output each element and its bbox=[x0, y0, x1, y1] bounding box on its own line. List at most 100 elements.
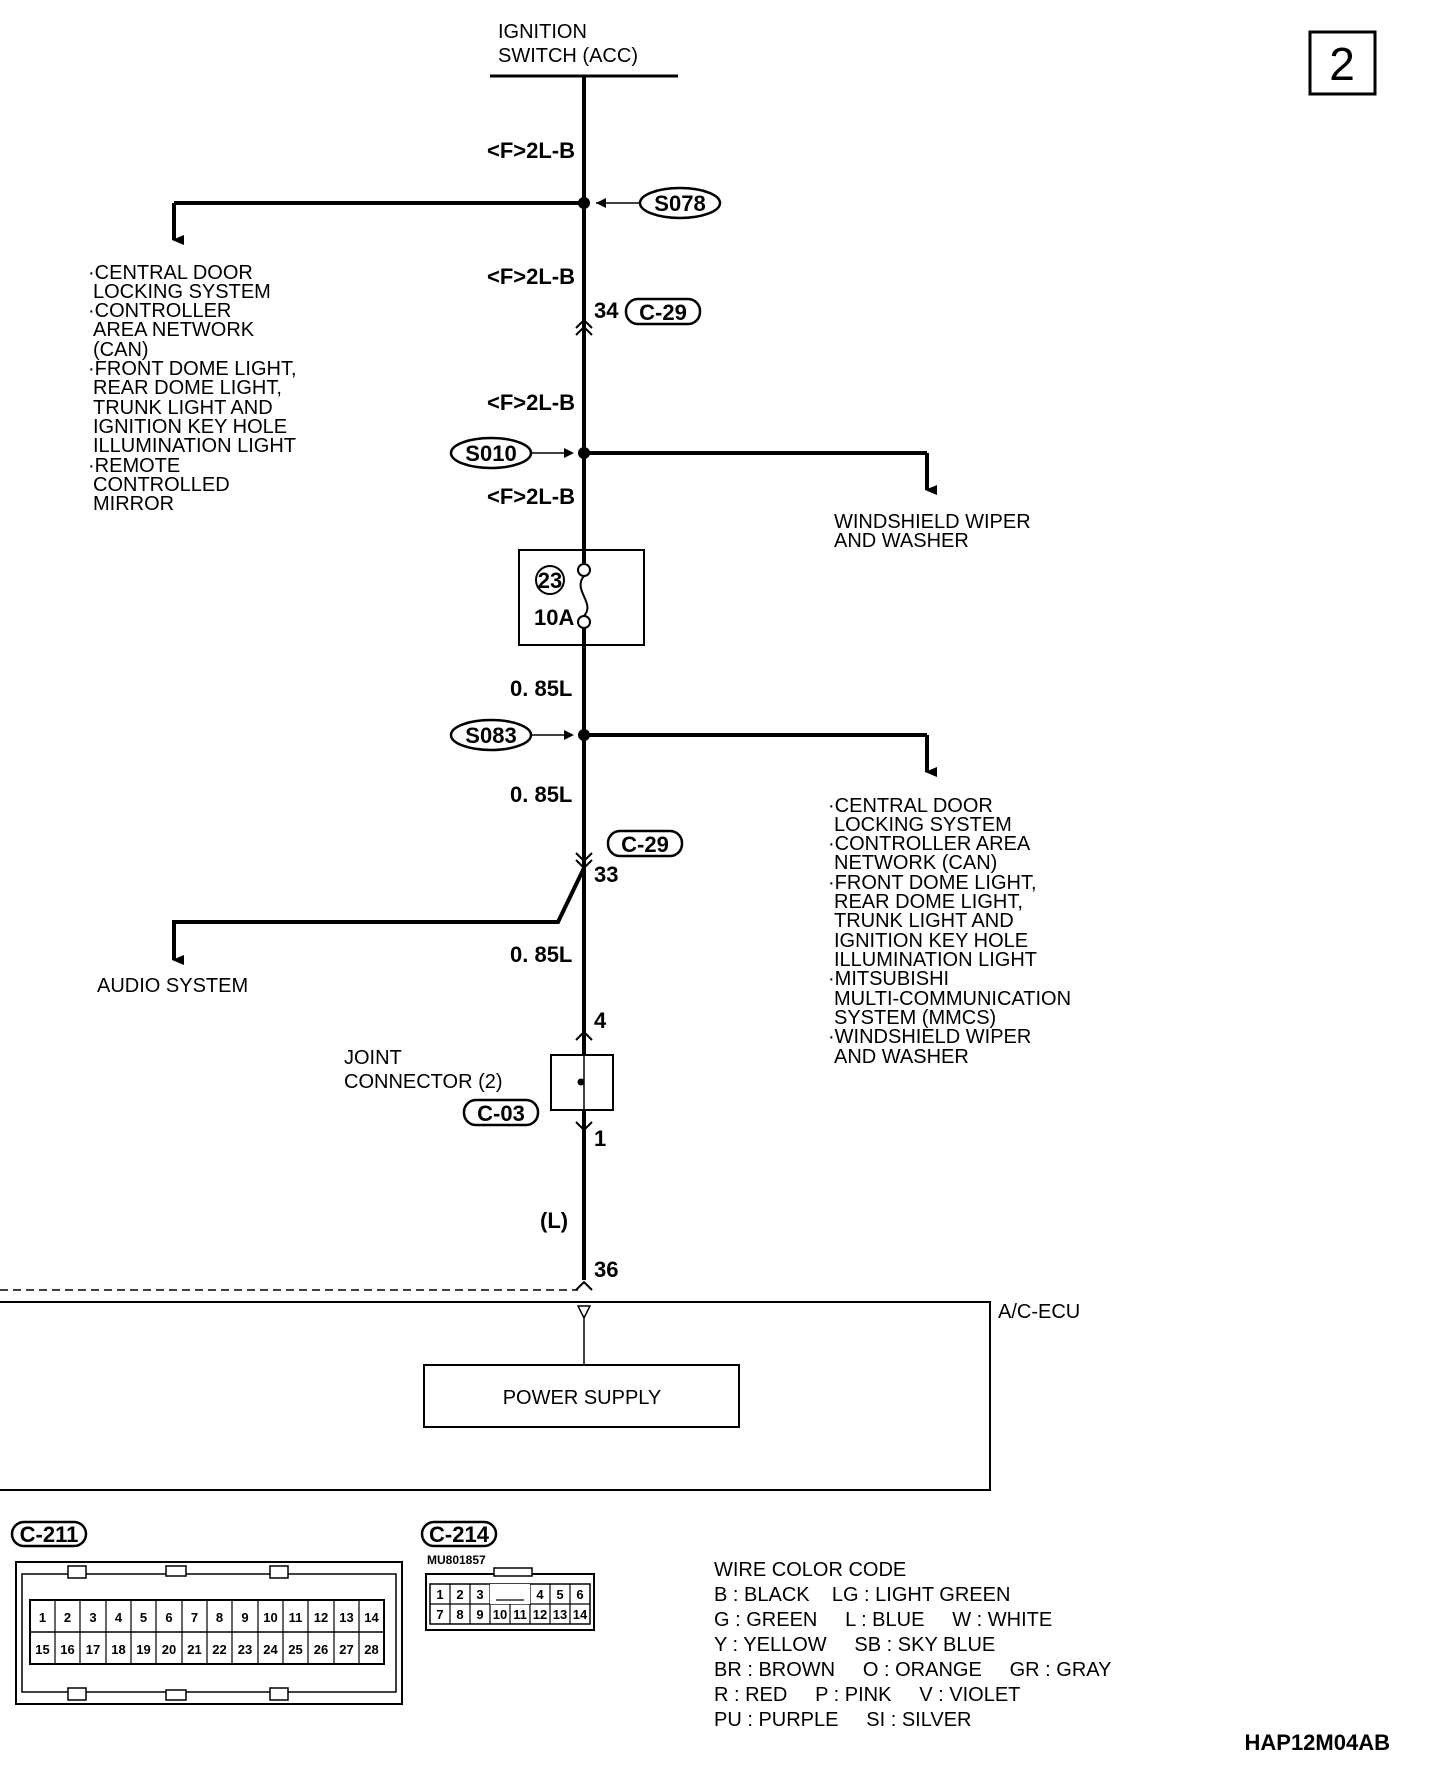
splice-label-s078: S078 bbox=[654, 191, 705, 216]
ecu-pin-symbol bbox=[575, 1280, 593, 1291]
joint-connector-bottom-symbol bbox=[575, 1121, 593, 1132]
c214-pin: 6 bbox=[576, 1587, 583, 1602]
c211-pin: 23 bbox=[238, 1642, 252, 1657]
c214-pin: 12 bbox=[533, 1607, 547, 1622]
fuse-rating: 10A bbox=[534, 605, 574, 630]
c214-pin: 3 bbox=[476, 1587, 483, 1602]
left-dest-line: ·FRONT DOME LIGHT, bbox=[88, 358, 297, 380]
fuse-box bbox=[518, 549, 645, 646]
c211-pin: 7 bbox=[191, 1610, 198, 1625]
c211-pin: 8 bbox=[216, 1610, 223, 1625]
right-dest-line: ·MITSUBISHI bbox=[828, 968, 949, 990]
left-dest-line: LOCKING SYSTEM bbox=[93, 281, 271, 303]
splice-label-s083: S083 bbox=[465, 723, 516, 748]
left-dest-line: MIRROR bbox=[93, 493, 174, 515]
c211-pin-numbers: 1 2 3 4 5 6 7 8 9 10 11 12 13 14 15 16 1… bbox=[35, 1610, 379, 1657]
wire-label-1: <F>2L-B bbox=[487, 138, 575, 163]
connector-c211-face bbox=[15, 1561, 403, 1705]
c211-pin: 14 bbox=[364, 1610, 379, 1625]
c29-top-id: C-29 bbox=[639, 300, 687, 325]
splice-pointer-head-s010 bbox=[564, 448, 574, 458]
right-branch-destinations: ·CENTRAL DOOR LOCKING SYSTEM ·CONTROLLER… bbox=[828, 795, 1071, 1068]
right-dest-line: LOCKING SYSTEM bbox=[834, 814, 1012, 836]
right-dest-line: AND WASHER bbox=[834, 1046, 969, 1068]
fuse-number: 23 bbox=[538, 568, 562, 593]
left-dest-line: ·REMOTE bbox=[88, 455, 180, 477]
c214-id: C-214 bbox=[429, 1522, 490, 1547]
ecu-pin: 36 bbox=[594, 1257, 618, 1282]
left-dest-line: ILLUMINATION LIGHT bbox=[93, 435, 296, 457]
color-code-line: R : RED P : PINK V : VIOLET bbox=[714, 1684, 1020, 1706]
c29-bottom-id: C-29 bbox=[621, 832, 669, 857]
joint-connector-label-2: CONNECTOR (2) bbox=[344, 1071, 503, 1093]
c211-pin: 11 bbox=[289, 1610, 303, 1625]
wire-label-6: 0. 85L bbox=[510, 782, 572, 807]
c29-top-tag bbox=[624, 297, 702, 326]
splice-pointer-head-s083 bbox=[564, 730, 574, 740]
joint-connector-box bbox=[550, 1054, 614, 1111]
left-dest-line: AREA NETWORK bbox=[93, 319, 255, 341]
ecu-label: A/C-ECU bbox=[998, 1301, 1080, 1323]
c211-id: C-211 bbox=[20, 1522, 79, 1547]
right-dest-line: SYSTEM (MMCS) bbox=[834, 1007, 996, 1029]
c211-pin: 5 bbox=[140, 1610, 147, 1625]
drawing-code: HAP12M04AB bbox=[1245, 1730, 1391, 1755]
splice-pointer-head-s078 bbox=[596, 198, 606, 208]
wire-label-5: 0. 85L bbox=[510, 676, 572, 701]
right-mid-dest-line: WINDSHIELD WIPER bbox=[834, 511, 1031, 533]
left-dest-line: CONTROLLED bbox=[93, 474, 230, 496]
c211-pin: 27 bbox=[339, 1642, 353, 1657]
page-number-box bbox=[1308, 30, 1377, 96]
right-dest-line: ·WINDSHIELD WIPER bbox=[828, 1026, 1031, 1048]
right-dest-line: ·FRONT DOME LIGHT, bbox=[828, 872, 1037, 894]
source-title-line1: IGNITION bbox=[498, 21, 587, 43]
c214-pin: 2 bbox=[456, 1587, 463, 1602]
c211-pin: 18 bbox=[111, 1642, 125, 1657]
c211-tag bbox=[10, 1520, 88, 1548]
c29-bottom-pin: 33 bbox=[594, 862, 618, 887]
color-code-line: G : GREEN L : BLUE W : WHITE bbox=[714, 1609, 1052, 1631]
wire-label-4: <F>2L-B bbox=[487, 484, 575, 509]
joint-connector-label-1: JOINT bbox=[344, 1047, 402, 1069]
c211-pin: 16 bbox=[60, 1642, 74, 1657]
c29-top-pin: 34 bbox=[594, 298, 619, 323]
c211-pin: 17 bbox=[86, 1642, 100, 1657]
right-dest-line: IGNITION KEY HOLE bbox=[834, 930, 1028, 952]
ecu-box bbox=[0, 1301, 991, 1491]
fuse-terminal-bottom bbox=[577, 615, 591, 629]
c211-pin: 22 bbox=[212, 1642, 226, 1657]
c211-pin: 24 bbox=[263, 1642, 278, 1657]
right-dest-line: ·CENTRAL DOOR bbox=[828, 795, 993, 817]
left-dest-line: ·CENTRAL DOOR bbox=[88, 262, 253, 284]
wire-color-code-legend: WIRE COLOR CODE B : BLACK LG : LIGHT GRE… bbox=[714, 1559, 1111, 1731]
color-code-line: B : BLACK LG : LIGHT GREEN bbox=[714, 1584, 1010, 1606]
c214-pin: 14 bbox=[573, 1607, 588, 1622]
splice-label-s010: S010 bbox=[465, 441, 516, 466]
c214-pin: 9 bbox=[476, 1607, 483, 1622]
joint-connector-tag bbox=[462, 1098, 540, 1127]
color-code-line: BR : BROWN O : ORANGE GR : GRAY bbox=[714, 1659, 1111, 1681]
wire-label-2: <F>2L-B bbox=[487, 264, 575, 289]
c211-pin: 20 bbox=[162, 1642, 176, 1657]
left-branch-destinations: ·CENTRAL DOOR LOCKING SYSTEM ·CONTROLLER… bbox=[88, 262, 297, 515]
c214-pin: 8 bbox=[456, 1607, 463, 1622]
c211-pin: 26 bbox=[314, 1642, 328, 1657]
fuse-element bbox=[579, 575, 589, 617]
joint-connector-top-symbol bbox=[575, 1030, 593, 1041]
wire-label-8: (L) bbox=[540, 1208, 568, 1233]
c211-pin: 25 bbox=[288, 1642, 302, 1657]
c211-pin: 19 bbox=[136, 1642, 150, 1657]
right-dest-line: REAR DOME LIGHT, bbox=[834, 891, 1023, 913]
left-dest-line: ·CONTROLLER bbox=[88, 300, 231, 322]
c211-pin: 3 bbox=[89, 1610, 96, 1625]
c211-pin: 4 bbox=[115, 1610, 123, 1625]
c211-pin: 10 bbox=[263, 1610, 277, 1625]
color-code-line: Y : YELLOW SB : SKY BLUE bbox=[714, 1634, 995, 1656]
color-code-line: PU : PURPLE SI : SILVER bbox=[714, 1709, 972, 1731]
ecu-input-symbol bbox=[576, 1305, 592, 1320]
c211-pin: 15 bbox=[35, 1642, 49, 1657]
splice-tag-s078 bbox=[638, 186, 722, 220]
wire-label-7: 0. 85L bbox=[510, 942, 572, 967]
c29-bottom-tag bbox=[606, 829, 684, 858]
